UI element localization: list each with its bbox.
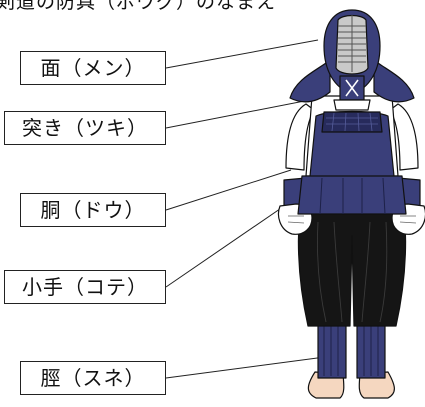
hakama: [297, 207, 407, 327]
tare-waist-protector: [297, 175, 407, 215]
leader-line-sune: [165, 354, 341, 379]
leader-line-men: [165, 39, 319, 69]
label-do: 胴（ドウ）: [20, 193, 166, 227]
left-shin-guard: [317, 321, 347, 379]
leader-line-do: [165, 169, 292, 211]
leader-line-tsuki: [165, 96, 326, 129]
label-kote: 小手（コテ）: [4, 270, 166, 304]
cropped-heading-text: 剣道の防具（ボウグ）のなまえ: [0, 0, 277, 13]
men-shoulder-flaps: [289, 59, 331, 103]
label-tsuki: 突き（ツキ）: [4, 111, 166, 145]
leader-line-kote: [165, 199, 294, 288]
label-sune: 脛（スネ）: [20, 361, 166, 395]
label-men: 面（メン）: [20, 51, 166, 85]
do-upper-panel: [321, 111, 383, 133]
